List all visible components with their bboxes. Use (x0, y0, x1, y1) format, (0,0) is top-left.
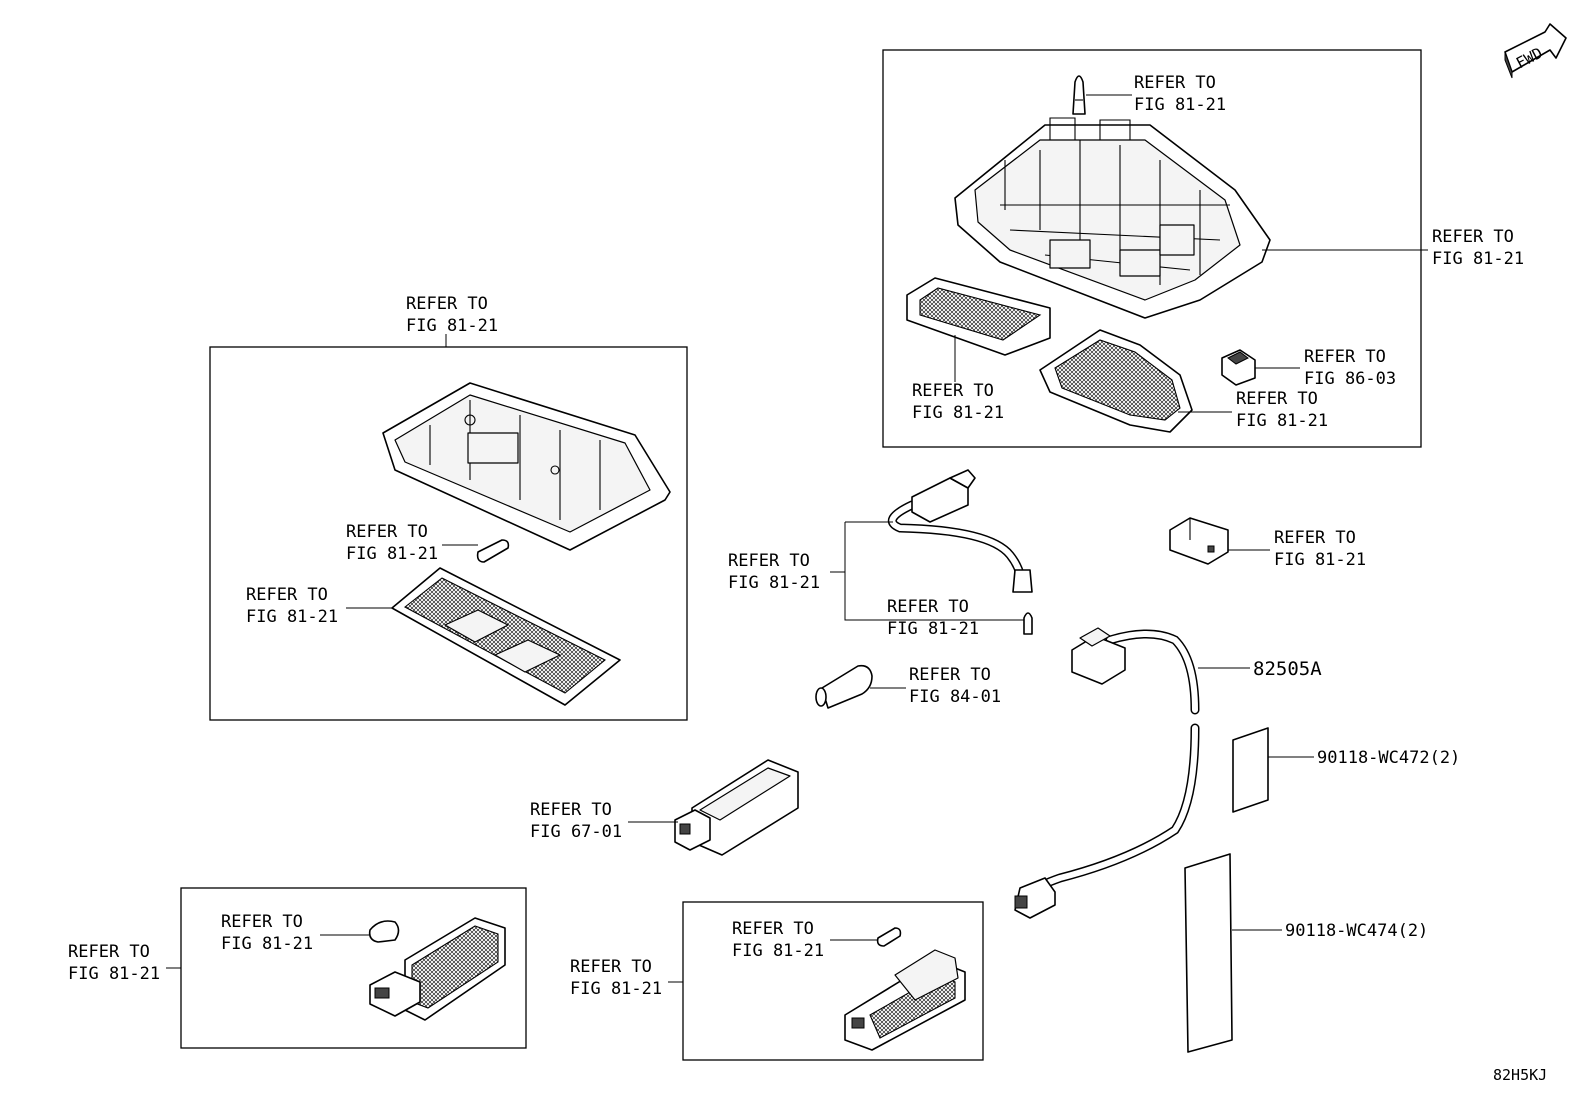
diagram-code: 82H5KJ (1493, 1066, 1547, 1084)
lamp-box-bottom-left (180, 887, 527, 1049)
ref-label-2: REFER TO (1432, 227, 1514, 247)
ref-fig-13: FIG 67-01 (530, 822, 622, 842)
tape-large (1184, 853, 1233, 1053)
ref-fig-17: FIG 81-21 (732, 941, 824, 961)
ref-label-6: REFER TO (406, 294, 488, 314)
ref-label-3: REFER TO (912, 381, 994, 401)
ref-label-12: REFER TO (1274, 528, 1356, 548)
ref-fig-3: FIG 81-21 (912, 403, 1004, 423)
ref-label-5: REFER TO (1304, 347, 1386, 367)
socket-harness (887, 469, 1033, 593)
ref-label-16: REFER TO (570, 957, 652, 977)
connector-small (1169, 517, 1229, 565)
part-82505A: 82505A (1253, 658, 1322, 680)
ref-label-15: REFER TO (221, 912, 303, 932)
ref-fig-8: FIG 81-21 (246, 607, 338, 627)
tape-small (1232, 727, 1269, 813)
ref-label-4: REFER TO (1236, 389, 1318, 409)
ref-fig-14: FIG 81-21 (68, 964, 160, 984)
lamp-bulb-bottom-center (876, 927, 902, 947)
map-lamp-lens-left (906, 277, 1051, 356)
ref-label-13: REFER TO (530, 800, 612, 820)
map-lamp-switch (1221, 349, 1256, 386)
map-lamp-bulb-top (1072, 75, 1086, 115)
room-lamp-housing (382, 382, 671, 551)
map-lamp-lens-right (1039, 329, 1193, 433)
ref-label-10: REFER TO (887, 597, 969, 617)
ref-fig-15: FIG 81-21 (221, 934, 313, 954)
room-lamp-bulb (476, 539, 510, 563)
ref-fig-12: FIG 81-21 (1274, 550, 1366, 570)
lamp-box-bottom-center (682, 901, 984, 1061)
ref-label-17: REFER TO (732, 919, 814, 939)
ref-fig-9: FIG 81-21 (728, 573, 820, 593)
part-90118-WC474: 90118-WC474(2) (1285, 921, 1428, 941)
ref-fig-7: FIG 81-21 (346, 544, 438, 564)
ref-label-11: REFER TO (909, 665, 991, 685)
ref-fig-2: FIG 81-21 (1432, 249, 1524, 269)
lamp-housing-bottom-left (369, 917, 506, 1021)
ref-label-9: REFER TO (728, 551, 810, 571)
ref-fig-1: FIG 81-21 (1134, 95, 1226, 115)
fwd-arrow-icon: FWD (1504, 23, 1567, 79)
lamp-bulb-bottom-left (368, 920, 400, 943)
ref-fig-6: FIG 81-21 (406, 316, 498, 336)
ref-label-1: REFER TO (1134, 73, 1216, 93)
socket-bulb (1023, 612, 1033, 635)
ref-fig-11: FIG 84-01 (909, 687, 1001, 707)
room-lamp-box (209, 346, 688, 721)
room-lamp-lens (391, 567, 621, 706)
lamp-housing-bottom-center (844, 949, 966, 1051)
ref-fig-4: FIG 81-21 (1236, 411, 1328, 431)
part-90118-WC472: 90118-WC472(2) (1317, 748, 1460, 768)
ref-label-14: REFER TO (68, 942, 150, 962)
ref-fig-16: FIG 81-21 (570, 979, 662, 999)
ref-fig-5: FIG 86-03 (1304, 369, 1396, 389)
map-lamp-housing (954, 117, 1271, 319)
door-switch (815, 664, 873, 709)
wire-harness (1014, 627, 1200, 919)
glove-box-lamp (674, 759, 799, 856)
ref-fig-10: FIG 81-21 (887, 619, 979, 639)
ref-label-8: REFER TO (246, 585, 328, 605)
map-lamp-box (882, 49, 1422, 448)
ref-label-7: REFER TO (346, 522, 428, 542)
